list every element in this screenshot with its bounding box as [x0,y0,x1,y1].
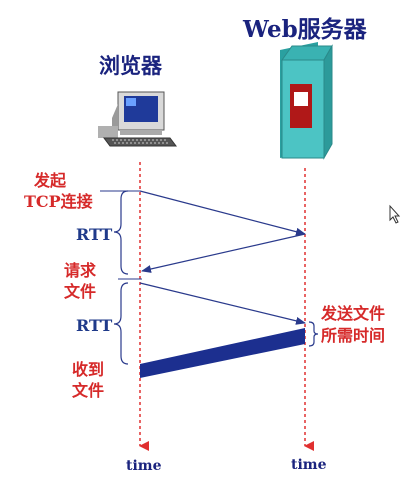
server-tower-icon [280,42,333,160]
rtt-label-2: RTT [76,316,113,335]
browser-title: 浏览器 [99,53,162,78]
request-label-line1: 请求 [64,261,97,280]
server-title: Web服务器 [243,16,367,43]
receive-label-line1: 收到 [72,360,105,379]
send-time-brace [308,321,319,347]
mouse-cursor-icon [389,204,401,224]
send-time-label-line1: 发送文件 [321,304,386,323]
syn-arrow [139,190,306,236]
file-transfer-bar [140,328,305,378]
initiate-label-line1: 发起 [34,171,67,190]
request-arrow [139,282,306,325]
syn-ack-arrow [141,233,306,273]
rtt-brace-1 [113,190,129,275]
desktop-computer-icon [98,91,177,147]
rtt-label-1: RTT [76,225,113,244]
server-time-label: time [291,457,327,473]
request-label-line2: 文件 [64,282,97,301]
send-time-label-line2: 所需时间 [321,326,386,345]
receive-label-line2: 文件 [72,381,105,400]
client-time-label: time [126,458,162,474]
rtt-brace-2 [113,282,129,365]
initiate-label-line2: TCP连接 [24,192,93,211]
